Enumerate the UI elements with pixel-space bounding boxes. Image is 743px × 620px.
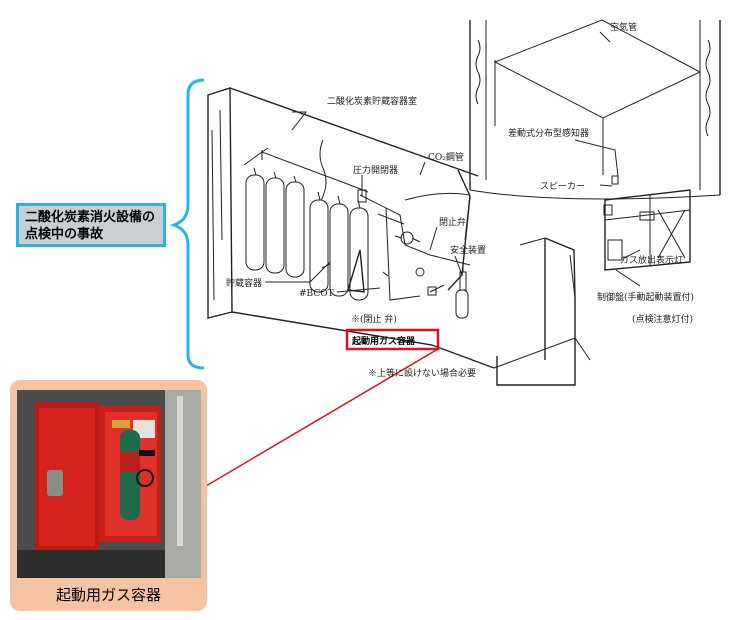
piping [321,189,471,319]
label-activation-gas-container: 起動用ガス容器 [351,335,416,347]
label-speaker: スピーカー [540,181,585,192]
brace [169,78,205,370]
label-closing-valve: 閉止弁 [439,216,466,228]
activation-gas-container-highlight [345,328,440,351]
callout-line-2: 点検中の事故 [25,227,104,242]
label-air-pipe: 空気管 [610,21,637,33]
label-inspection-lamp: (点検注意灯付) [632,313,693,325]
storage-cylinders [243,147,369,301]
accident-callout: 二酸化炭素消火設備の 点検中の事故 [16,203,166,247]
label-pressure-switch: 圧力開閉器 [353,164,398,176]
label-control-panel: 制御盤(手動起動装置付) [597,291,694,303]
label-gas-release-lamp: ガス放出表示灯 [620,254,683,266]
label-closing-valve-note: ※(閉止 弁) [351,313,397,325]
label-detector: 差動式分布型感知器 [508,127,589,139]
callout-connector-line [205,348,439,487]
label-co2-pipe: CO₂鋼管 [428,151,464,163]
callout-line-1: 二酸化炭素消火設備の [25,210,156,225]
photo-caption: 起動用ガス容器 [55,586,161,604]
label-storage-container: 貯蔵容器 [226,277,262,289]
label-bcot: #BCOT [299,289,334,299]
cabinet-photo [17,390,201,578]
label-storage-room: 二酸化炭素貯蔵容器室 [327,95,417,107]
label-safety-device: 安全装置 [450,244,486,256]
label-note-bottom: ※上等に設けない場合必要 [368,367,476,379]
room-sketch [207,19,721,386]
leader-lines [265,31,641,293]
